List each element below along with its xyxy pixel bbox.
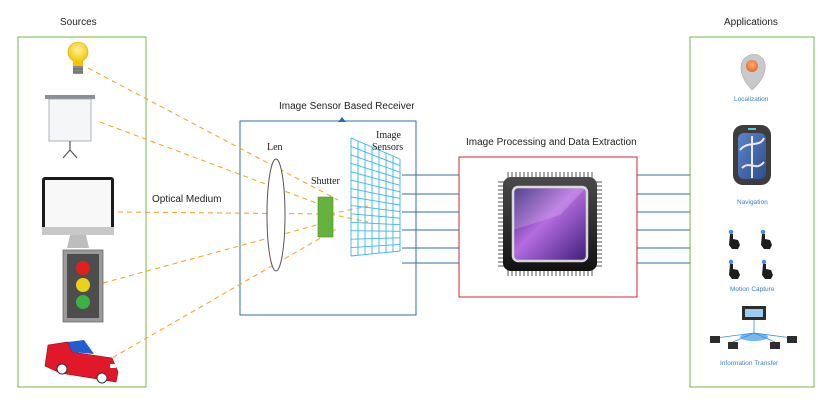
app-label-localization: Localization [734, 96, 769, 103]
image-sensor-grid [350, 137, 401, 257]
optical-medium-label: Optical Medium [152, 194, 222, 205]
shutter-block [317, 196, 334, 238]
lens-shape [266, 158, 286, 272]
receiver-marker [338, 117, 346, 122]
processing-box [458, 156, 638, 298]
light-bulb-icon [67, 41, 89, 74]
processing-to-app-wires [637, 174, 690, 264]
receiver-title: Image Sensor Based Receiver [279, 101, 415, 112]
app-label-information-transfer: Information Transfer [720, 360, 779, 367]
sensor-to-processing-wires [402, 174, 459, 264]
monitor-icon [42, 177, 114, 248]
car-icon [44, 340, 119, 384]
applications-title: Applications [724, 17, 778, 28]
receiver-box [239, 120, 417, 316]
navigation-device-icon [733, 125, 771, 185]
shutter-label: Shutter [311, 176, 340, 187]
app-label-navigation: Navigation [737, 199, 768, 206]
processing-title: Image Processing and Data Extraction [466, 137, 637, 148]
network-icon [710, 306, 797, 349]
hand-gesture-icon [728, 229, 773, 279]
image-sensors-label-line2: Sensors [372, 142, 404, 153]
light-rays [87, 67, 369, 363]
app-label-motion-capture: Motion Capture [730, 286, 775, 293]
traffic-light-icon [62, 249, 104, 323]
lens-label: Len [267, 142, 283, 153]
projector-screen-icon [45, 95, 95, 159]
image-sensors-label-line1: Image [376, 130, 401, 141]
processor-chip-icon [498, 172, 602, 276]
location-pin-icon [740, 53, 766, 91]
sources-title: Sources [60, 17, 97, 28]
